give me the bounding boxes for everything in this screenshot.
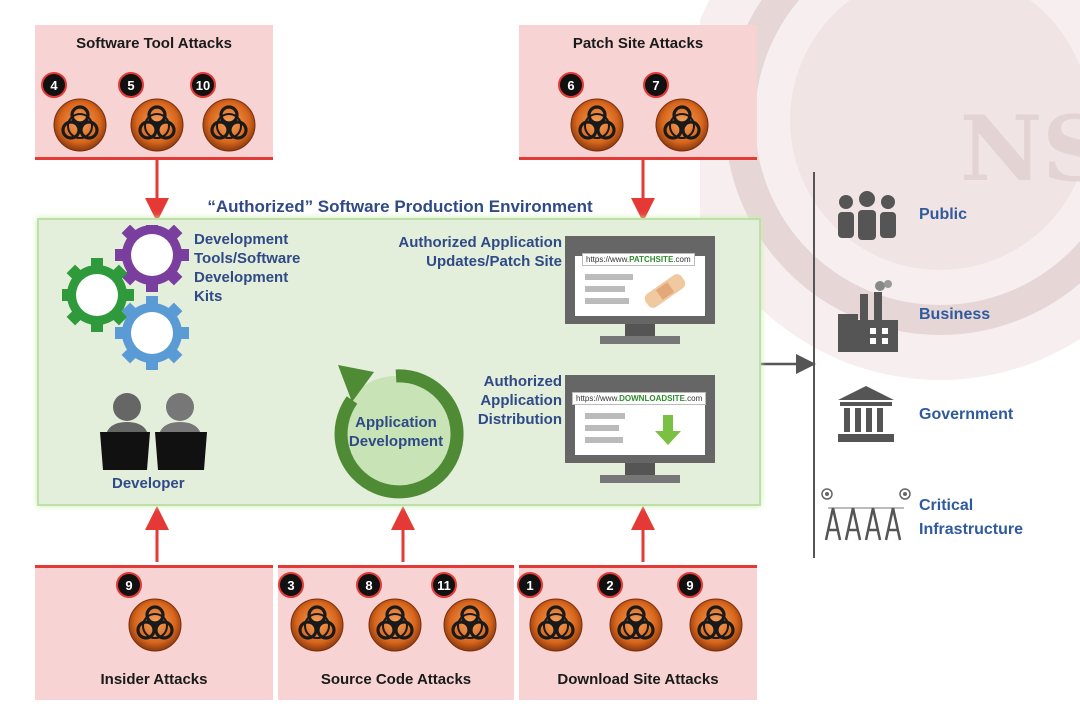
attack-number-badge: 7 (643, 72, 669, 98)
biohazard-icon (53, 98, 107, 152)
distribution-label: Authorized Application Distribution (477, 373, 562, 428)
attack-number-badge: 4 (41, 72, 67, 98)
biohazard-icon (368, 598, 422, 652)
patch-site-label: Authorized Application Updates/Patch Sit… (398, 234, 562, 270)
attack-number-badge: 6 (558, 72, 584, 98)
biohazard-icon (202, 98, 256, 152)
seal-letters: NSA (960, 96, 1080, 202)
biohazard-icon (655, 98, 709, 152)
people-icon (838, 191, 896, 240)
attack-number-badge: 8 (356, 572, 382, 598)
power-towers-icon (821, 488, 911, 541)
consumer-business-label: Business (919, 306, 991, 323)
gears-icon (62, 225, 189, 370)
download-url-bar: https://www.DOWNLOADSITE.com (572, 392, 707, 405)
biohazard-icon (443, 598, 497, 652)
attack-number-badge: 3 (278, 572, 304, 598)
attack-number-badge: 5 (118, 72, 144, 98)
app-dev-label: Application Development (348, 414, 444, 450)
attack-number-badge: 9 (677, 572, 703, 598)
attack-number-badge: 11 (431, 572, 457, 598)
factory-icon (838, 280, 898, 352)
biohazard-icon (570, 98, 624, 152)
seal-watermark: NSA (700, 0, 1080, 380)
dev-tools-label: Development Tools/Software Development K… (194, 231, 301, 305)
attack-number-badge: 10 (190, 72, 216, 98)
government-building-icon (838, 386, 894, 442)
attack-number-badge: 9 (116, 572, 142, 598)
software-tool-attacks-title: Software Tool Attacks (76, 35, 232, 52)
source-code-attacks-title: Source Code Attacks (320, 671, 472, 688)
developer-icon (100, 393, 207, 470)
consumer-public-label: Public (919, 206, 968, 223)
biohazard-icon (290, 598, 344, 652)
patch-url-bar: https://www.PATCHSITE.com (582, 253, 695, 266)
consumer-government-label: Government (919, 406, 1014, 423)
development-cycle-icon (334, 365, 464, 499)
biohazard-icon (130, 98, 184, 152)
attack-number-badge: 2 (597, 572, 623, 598)
download-site-attacks-title: Download Site Attacks (557, 671, 719, 688)
developer-label: Developer (112, 475, 185, 492)
biohazard-icon (128, 598, 182, 652)
environment-title: “Authorized” Software Production Environ… (207, 197, 593, 216)
insider-attacks-title: Insider Attacks (100, 671, 208, 688)
consumer-critical-infrastructure-label: Critical Infrastructure (919, 497, 1024, 538)
biohazard-icon (689, 598, 743, 652)
patch-site-attacks-box: Patch Site Attacks (519, 25, 757, 160)
patch-site-attacks-title: Patch Site Attacks (572, 35, 704, 52)
attack-number-badge: 1 (517, 572, 543, 598)
patch-site-monitor-icon (565, 236, 715, 344)
biohazard-icon (529, 598, 583, 652)
biohazard-icon (609, 598, 663, 652)
download-site-monitor-icon (565, 375, 715, 483)
